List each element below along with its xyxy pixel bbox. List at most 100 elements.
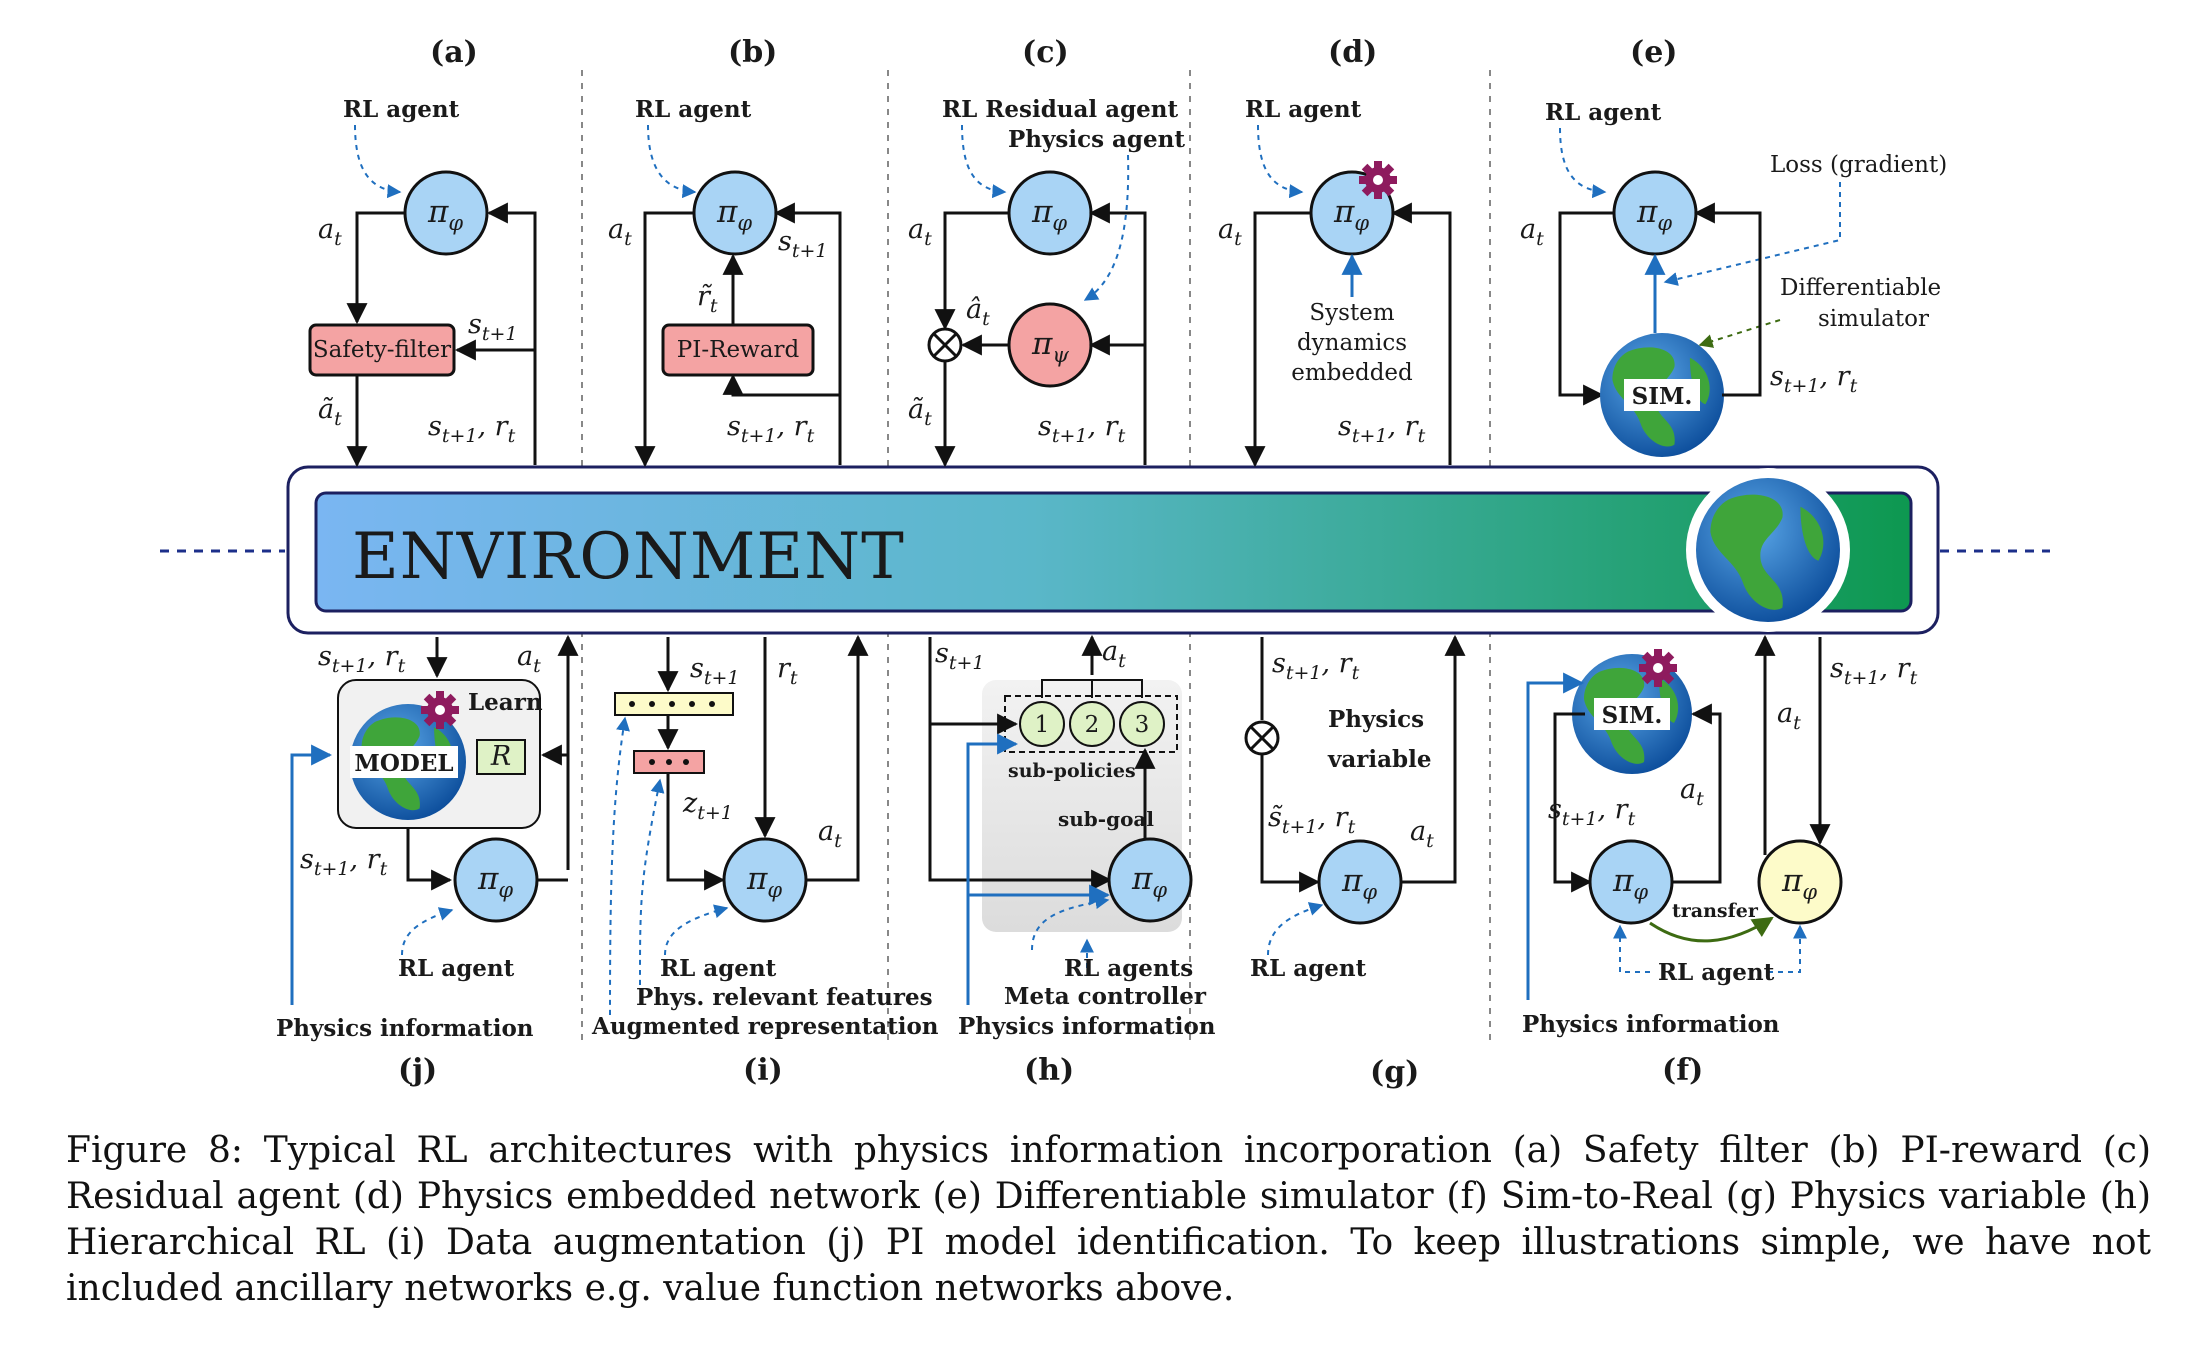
panel-b-agent: RL agent — [635, 96, 752, 123]
svg-text:at: at — [1218, 214, 1242, 250]
panel-e-loss: Loss (gradient) — [1770, 152, 1947, 178]
panel-d: (d) RL agent πφ at System dynamics embed… — [1218, 35, 1452, 468]
svg-text:at: at — [1777, 698, 1801, 734]
svg-text:πφ: πφ — [1781, 863, 1817, 904]
svg-text:at: at — [608, 214, 632, 250]
panel-c-agent2: Physics agent — [1008, 126, 1185, 153]
svg-text:MODEL: MODEL — [354, 750, 453, 777]
svg-text:st+1, rt: st+1, rt — [1338, 411, 1426, 447]
panel-f-real-policy-node — [1757, 839, 1843, 925]
svg-text:st+1, rt: st+1, rt — [318, 641, 406, 677]
panel-e-label: (e) — [1630, 35, 1677, 70]
panel-c-label: (c) — [1022, 35, 1069, 70]
panel-d-label: (d) — [1328, 35, 1377, 70]
panel-j: st+1, rt at MODEL Learn R st+1, rt πφ RL… — [276, 634, 579, 1088]
panel-h-agents: RL agents — [1064, 955, 1193, 982]
panel-g-var2: variable — [1327, 746, 1431, 773]
panel-j-model-globe: MODEL — [350, 704, 466, 820]
panel-j-agent: RL agent — [398, 955, 515, 982]
panel-separators — [581, 70, 1491, 1045]
panel-c-agent1: RL Residual agent — [942, 96, 1179, 123]
panel-j-reward-box — [476, 739, 526, 775]
svg-text:at: at — [517, 641, 541, 677]
panel-g-var1: Physics — [1328, 706, 1424, 733]
svg-text:at: at — [1680, 774, 1704, 810]
svg-text:r̃t: r̃t — [697, 281, 718, 317]
svg-text:πψ: πψ — [1031, 326, 1069, 367]
svg-text:zt+1: zt+1 — [682, 788, 733, 824]
panel-f-transfer: transfer — [1672, 900, 1759, 922]
svg-text:1: 1 — [1035, 712, 1050, 738]
panel-e-sim-label1: Differentiable — [1780, 275, 1941, 301]
panel-h-subpolicies-box — [1004, 695, 1178, 753]
svg-text:st+1, rt: st+1, rt — [1272, 648, 1360, 684]
panel-h: st+1 at 1 2 3 sub-policies πφ sub-goal R… — [928, 634, 1216, 1088]
panel-b-label: (b) — [728, 35, 777, 70]
panel-a-agent: RL agent — [343, 96, 460, 123]
svg-text:ãt: ãt — [908, 394, 932, 430]
svg-text:st+1, rt: st+1, rt — [727, 411, 815, 447]
panel-i: st+1 zt+1 rt πφ at RL agent Phys. releva… — [591, 634, 939, 1088]
svg-text:Learn: Learn — [468, 689, 543, 716]
svg-text:πφ: πφ — [1341, 863, 1377, 904]
panel-h-subpolicy-1 — [1019, 701, 1065, 747]
panel-f-sim-globe: SIM. — [1572, 654, 1692, 774]
panel-g-agent: RL agent — [1250, 955, 1367, 982]
svg-text:πφ: πφ — [427, 194, 463, 235]
panel-i-agent: RL agent — [660, 955, 777, 982]
environment-bar — [314, 491, 1913, 613]
svg-text:πφ: πφ — [746, 861, 782, 902]
panel-b: (b) RL agent πφ at st+1 PI-Reward r̃t st… — [608, 35, 842, 468]
panel-h-label: (h) — [1024, 1053, 1074, 1088]
panel-f-physics: Physics information — [1522, 1011, 1780, 1038]
panel-g: st+1, rt Physics variable s̃t+1, rt πφ a… — [1244, 634, 1466, 1090]
svg-text:st+1, rt: st+1, rt — [1830, 653, 1918, 689]
panel-c: (c) RL Residual agent Physics agent πφ π… — [908, 35, 1185, 468]
svg-text:at: at — [818, 816, 842, 852]
panel-h-subpolicy-3 — [1119, 701, 1165, 747]
panel-f-agent: RL agent — [1658, 959, 1775, 986]
panel-f-sim-policy-node — [1588, 839, 1674, 925]
svg-text:st+1, rt: st+1, rt — [1038, 411, 1126, 447]
svg-text:st+1, rt: st+1, rt — [1548, 794, 1636, 830]
panel-i-aug: Augmented representation — [591, 1013, 939, 1040]
svg-text:st+1: st+1 — [690, 653, 740, 689]
panel-h-meta-node — [1107, 837, 1193, 923]
figure-caption: Figure 8: Typical RL architectures with … — [66, 1130, 2151, 1309]
svg-text:at: at — [908, 214, 932, 250]
panel-h-subgoal: sub-goal — [1058, 807, 1154, 831]
panel-h-physics: Physics information — [958, 1013, 1216, 1040]
svg-text:st+1, rt: st+1, rt — [428, 411, 516, 447]
svg-text:st+1, rt: st+1, rt — [300, 844, 388, 880]
panel-h-meta: Meta controller — [1004, 983, 1207, 1010]
panel-j-physics: Physics information — [276, 1015, 534, 1042]
environment-label: ENVIRONMENT — [352, 520, 905, 594]
svg-text:at: at — [1520, 214, 1544, 250]
panel-h-subpolicies: sub-policies — [1008, 760, 1136, 782]
panel-e-agent: RL agent — [1545, 99, 1662, 126]
svg-text:st+1: st+1 — [778, 226, 828, 262]
svg-text:at: at — [1410, 816, 1434, 852]
panel-j-label: (j) — [398, 1053, 437, 1088]
svg-text:System: System — [1309, 300, 1394, 326]
svg-text:st+1, rt: st+1, rt — [1770, 361, 1858, 397]
panel-h-subpolicy-2 — [1069, 701, 1115, 747]
svg-text:πφ: πφ — [1612, 863, 1648, 904]
svg-text:ãt: ãt — [318, 394, 342, 430]
svg-text:πφ: πφ — [477, 861, 513, 902]
svg-text:at: at — [318, 214, 342, 250]
svg-text:πφ: πφ — [716, 194, 752, 235]
svg-text:dynamics: dynamics — [1297, 330, 1407, 356]
svg-text:πφ: πφ — [1333, 194, 1369, 235]
panel-a-safety-filter — [308, 323, 456, 377]
panel-a: (a) RL agent πφ at Safety-filter ãt st+1… — [308, 35, 537, 468]
svg-text:SIM.: SIM. — [1602, 702, 1663, 729]
panel-e-sim-globe: SIM. — [1600, 333, 1724, 457]
svg-text:s̃t+1, rt: s̃t+1, rt — [1268, 802, 1356, 838]
panel-d-agent: RL agent — [1245, 96, 1362, 123]
svg-text:rt: rt — [777, 653, 798, 689]
panel-g-label: (g) — [1370, 1055, 1419, 1090]
panel-e-sim-label2: simulator — [1818, 306, 1929, 332]
panel-i-label: (i) — [743, 1053, 783, 1088]
svg-text:Safety-filter: Safety-filter — [313, 337, 451, 363]
